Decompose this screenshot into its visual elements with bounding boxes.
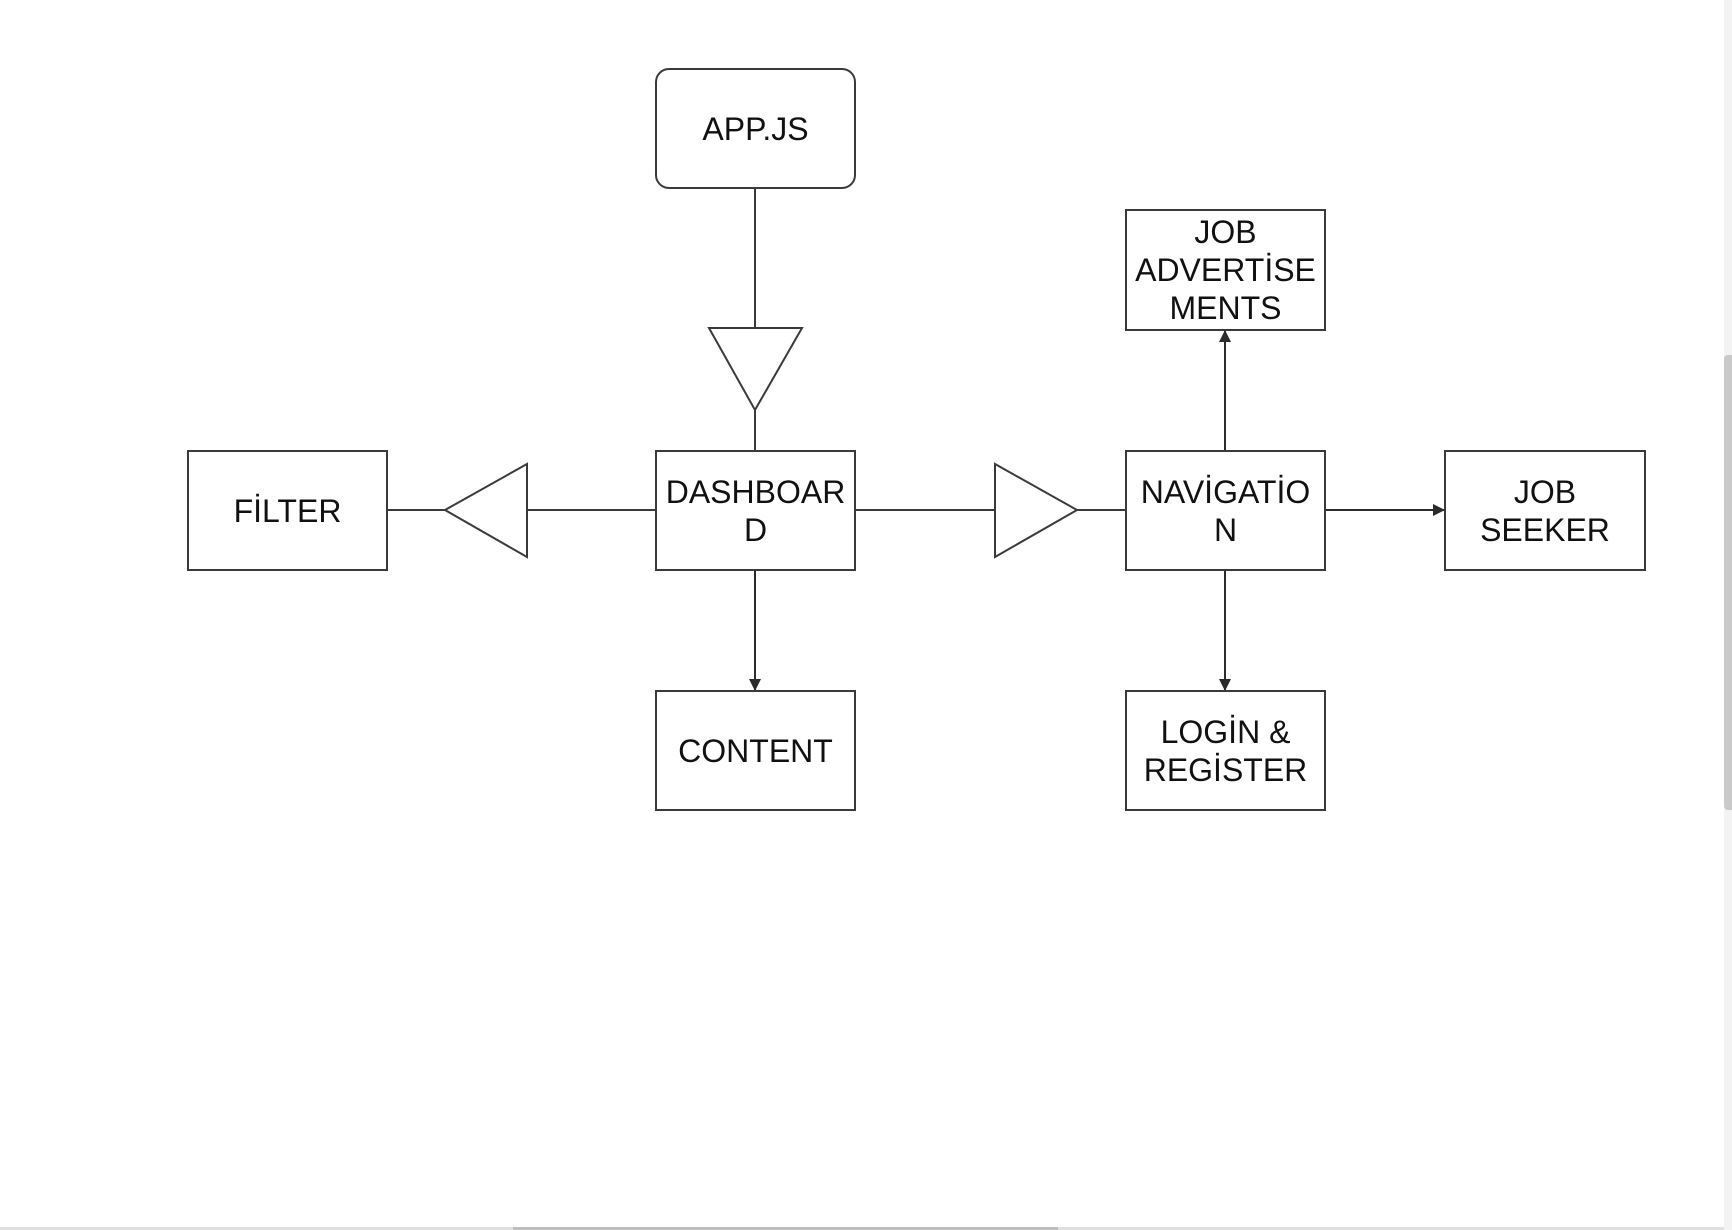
- node-job-advertisements-label: JOB ADVERTİSE MENTS: [1135, 214, 1316, 326]
- node-login-register-label: LOGİN & REGİSTER: [1143, 713, 1308, 788]
- horizontal-scrollbar-thumb[interactable]: [513, 1227, 1058, 1230]
- node-dashboard[interactable]: DASHBOAR D: [655, 450, 856, 571]
- node-filter[interactable]: FİLTER: [187, 450, 388, 571]
- node-filter-label: FİLTER: [233, 492, 342, 529]
- triangle-marker-dashboard-navigation: [994, 462, 1080, 559]
- node-job-seeker[interactable]: JOB SEEKER: [1444, 450, 1646, 571]
- node-job-advertisements[interactable]: JOB ADVERTİSE MENTS: [1125, 209, 1326, 331]
- node-navigation[interactable]: NAVİGATİO N: [1125, 450, 1326, 571]
- vertical-scrollbar-thumb[interactable]: [1724, 355, 1732, 810]
- triangle-marker-app-dashboard: [707, 327, 804, 413]
- node-app-js-label: APP.JS: [702, 110, 809, 147]
- node-navigation-label: NAVİGATİO N: [1140, 473, 1311, 548]
- node-content-label: CONTENT: [678, 732, 833, 769]
- node-dashboard-label: DASHBOAR D: [665, 473, 846, 548]
- node-login-register[interactable]: LOGİN & REGİSTER: [1125, 690, 1326, 811]
- node-content[interactable]: CONTENT: [655, 690, 856, 811]
- node-job-seeker-label: JOB SEEKER: [1480, 473, 1610, 548]
- node-app-js[interactable]: APP.JS: [655, 68, 856, 189]
- triangle-marker-dashboard-filter: [442, 462, 528, 559]
